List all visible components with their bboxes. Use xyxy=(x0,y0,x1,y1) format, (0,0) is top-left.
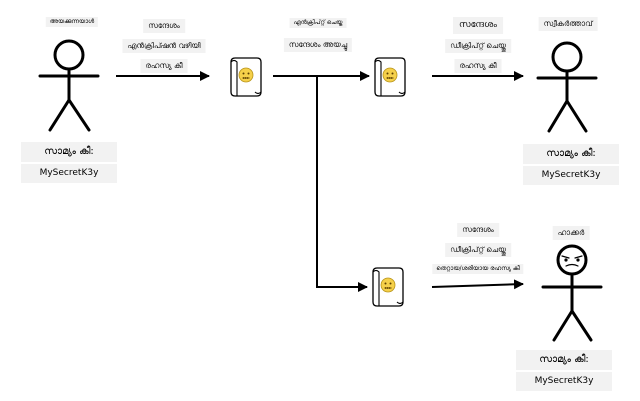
sender-key-value: MySecretK3y xyxy=(21,162,117,183)
intercepted-scroll-icon xyxy=(372,267,404,307)
hacker-key-box: സാമ്യം കീ: MySecretK3y xyxy=(516,350,612,391)
receiver-key-box: സാമ്യം കീ: MySecretK3y xyxy=(523,144,619,185)
receiver-decrypt-label-1: സന്ദേശം xyxy=(453,17,503,34)
hacker-figure xyxy=(541,244,603,342)
hacker-name: ഹാക്കർ xyxy=(552,226,590,240)
encrypt-label-1: സന്ദേശം xyxy=(143,19,185,33)
receiver-key-value: MySecretK3y xyxy=(523,164,619,185)
hacker-decrypt-label-3: തെറ്റായ/ശരിയായ രഹസ്യ കീ xyxy=(432,264,524,274)
encrypt-label-2: എൻക്രിപ്ഷൻ വഴിയി xyxy=(122,39,206,53)
receiver-key-label: സാമ്യം കീ: xyxy=(546,148,596,159)
encrypted-message-label-1: എൻക്രിപ്റ്റ് ചെയ്ത xyxy=(289,18,347,28)
receiver-name: സ്വീകർത്താവ് xyxy=(538,17,598,31)
encrypted-message-label-2: സന്ദേശം അയച്ചു xyxy=(283,38,353,52)
hacker-face xyxy=(561,255,583,267)
receiver-decrypt-label-3: രഹസ്യ കീ xyxy=(454,59,502,73)
receiver-figure xyxy=(536,41,598,133)
arrow-branch-to-hacker-scroll xyxy=(316,76,368,292)
encrypt-label-3: രഹസ്യ കീ xyxy=(140,59,188,73)
sender-name: അയക്കുന്നയാൾ xyxy=(45,17,99,27)
encrypted-scroll-icon xyxy=(230,57,262,97)
sender-key-box: സാമ്യം കീ: MySecretK3y xyxy=(21,142,117,183)
hacker-key-value: MySecretK3y xyxy=(516,370,612,391)
sender-figure xyxy=(38,39,100,132)
hacker-decrypt-label-2: ഡീക്രിപ്റ്റ് ചെയ്തു xyxy=(445,243,511,257)
received-scroll-icon xyxy=(374,57,406,97)
receiver-decrypt-label-2: ഡീക്രിപ്റ്റ് ചെയ്തു xyxy=(445,39,511,53)
sender-key-label: സാമ്യം കീ: xyxy=(44,146,94,157)
arrow-to-hacker xyxy=(431,279,524,290)
hacker-decrypt-label-1: സന്ദേശം xyxy=(457,223,499,237)
hacker-key-label: സാമ്യം കീ: xyxy=(539,354,589,365)
